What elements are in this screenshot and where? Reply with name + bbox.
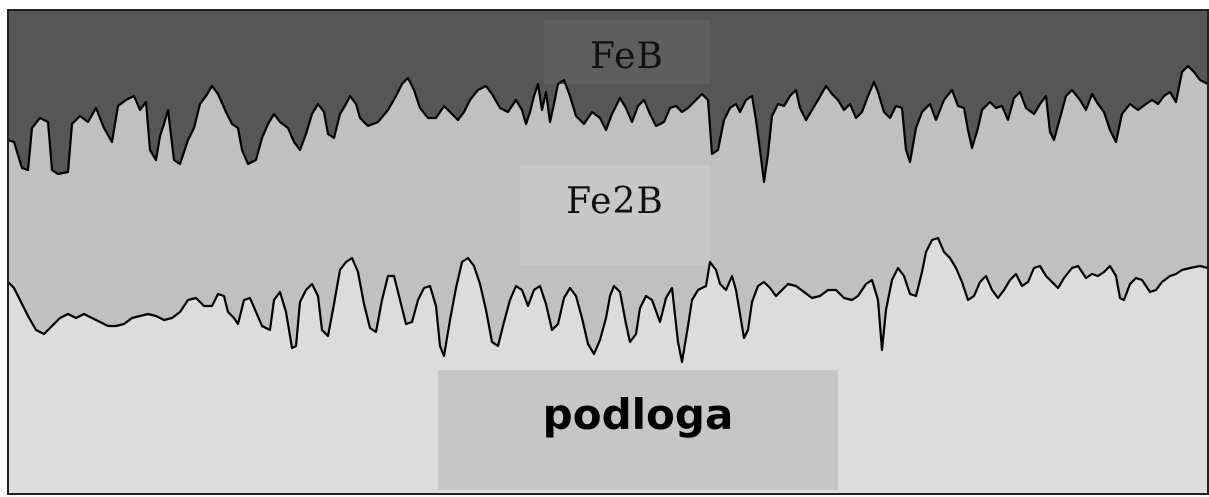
feb-fe2b-interface-line	[7, 64, 1209, 184]
feb-label-box	[544, 20, 710, 84]
frame-border	[7, 9, 1209, 495]
substrate-label: podloga	[543, 390, 734, 439]
fe2b-substrate-interface-line	[7, 236, 1209, 364]
substrate-label-box	[438, 370, 838, 490]
fe2b-label-box	[520, 165, 710, 265]
feb-label: FeB	[590, 36, 664, 77]
feb-layer	[8, 10, 1208, 182]
fe2b-label: Fe2B	[566, 181, 664, 222]
